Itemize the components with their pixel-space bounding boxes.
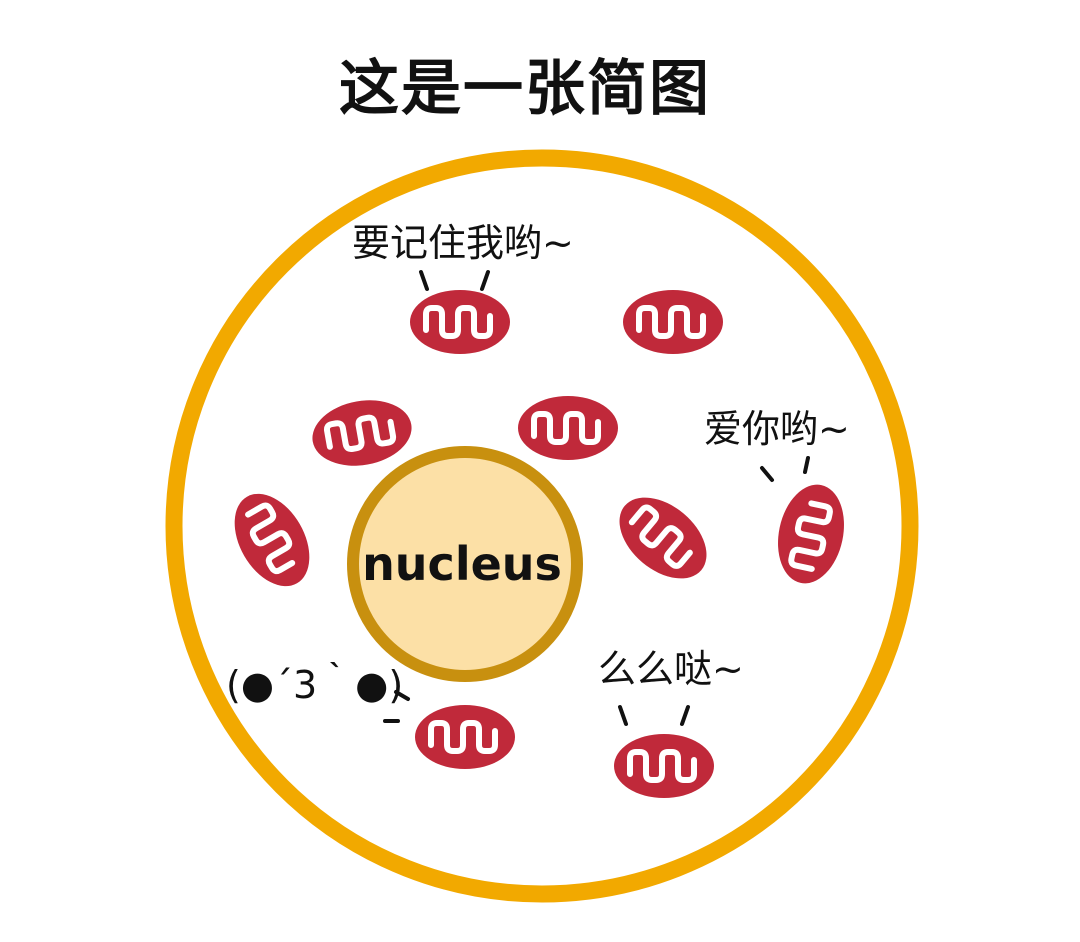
mitochondrion [614,734,714,798]
speech-left-face: (●´3｀●) [226,662,403,707]
mitochondrion [415,705,515,769]
nucleus [347,446,583,682]
mitochondrion [623,290,723,354]
speech-right: 爱你哟~ [704,407,850,451]
mitochondrion [410,290,510,354]
motion-marks [383,270,810,726]
nucleus-label: nucleus [362,537,562,591]
speech-bottom-right: 么么哒~ [598,647,744,691]
page-title: 这是一张简图 [339,54,711,124]
mitochondrion [518,396,618,460]
speech-top: 要记住我哟~ [352,221,574,265]
